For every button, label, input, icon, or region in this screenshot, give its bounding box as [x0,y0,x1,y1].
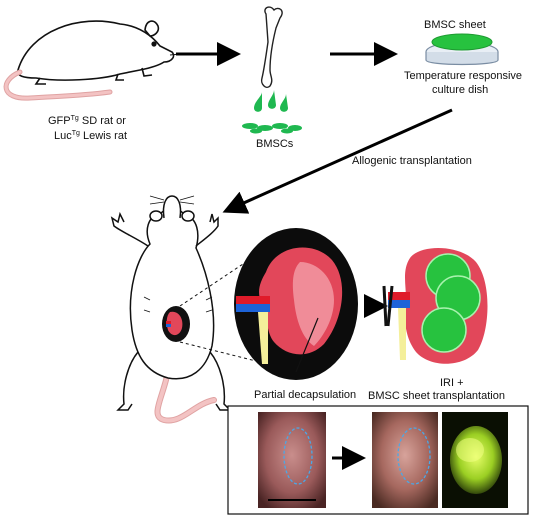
petri-dish-icon [425,33,499,66]
photo-fluorescence [442,412,508,508]
source-label-line1: GFPTg SD rat or [48,115,126,127]
photo-after [372,412,438,508]
kidney-icon [234,228,358,380]
femur-bone-icon [260,6,283,88]
kidney-icon [388,247,488,364]
bmscs-label: BMSCs [256,138,294,150]
sheet-label: BMSC sheet [424,19,486,31]
source-label-line2: LucTg Lewis rat [54,130,127,142]
kidney-icon [162,306,190,342]
rat-icon [3,20,181,101]
dish-label-line2: culture dish [432,84,488,96]
clamp-icon [382,285,394,327]
iri-label-line2: BMSC sheet transplantation [368,390,505,402]
cell-icon [242,123,302,134]
rat-icon [110,195,232,424]
photo-before [258,412,326,508]
dish-label-line1: Temperature responsive [404,70,522,82]
arrow-icon [222,108,453,214]
droplet-icon [254,90,288,112]
iri-label-line1: IRI + [440,377,464,389]
decapsulation-label: Partial decapsulation [254,389,356,401]
allogenic-label: Allogenic transplantation [352,155,472,167]
